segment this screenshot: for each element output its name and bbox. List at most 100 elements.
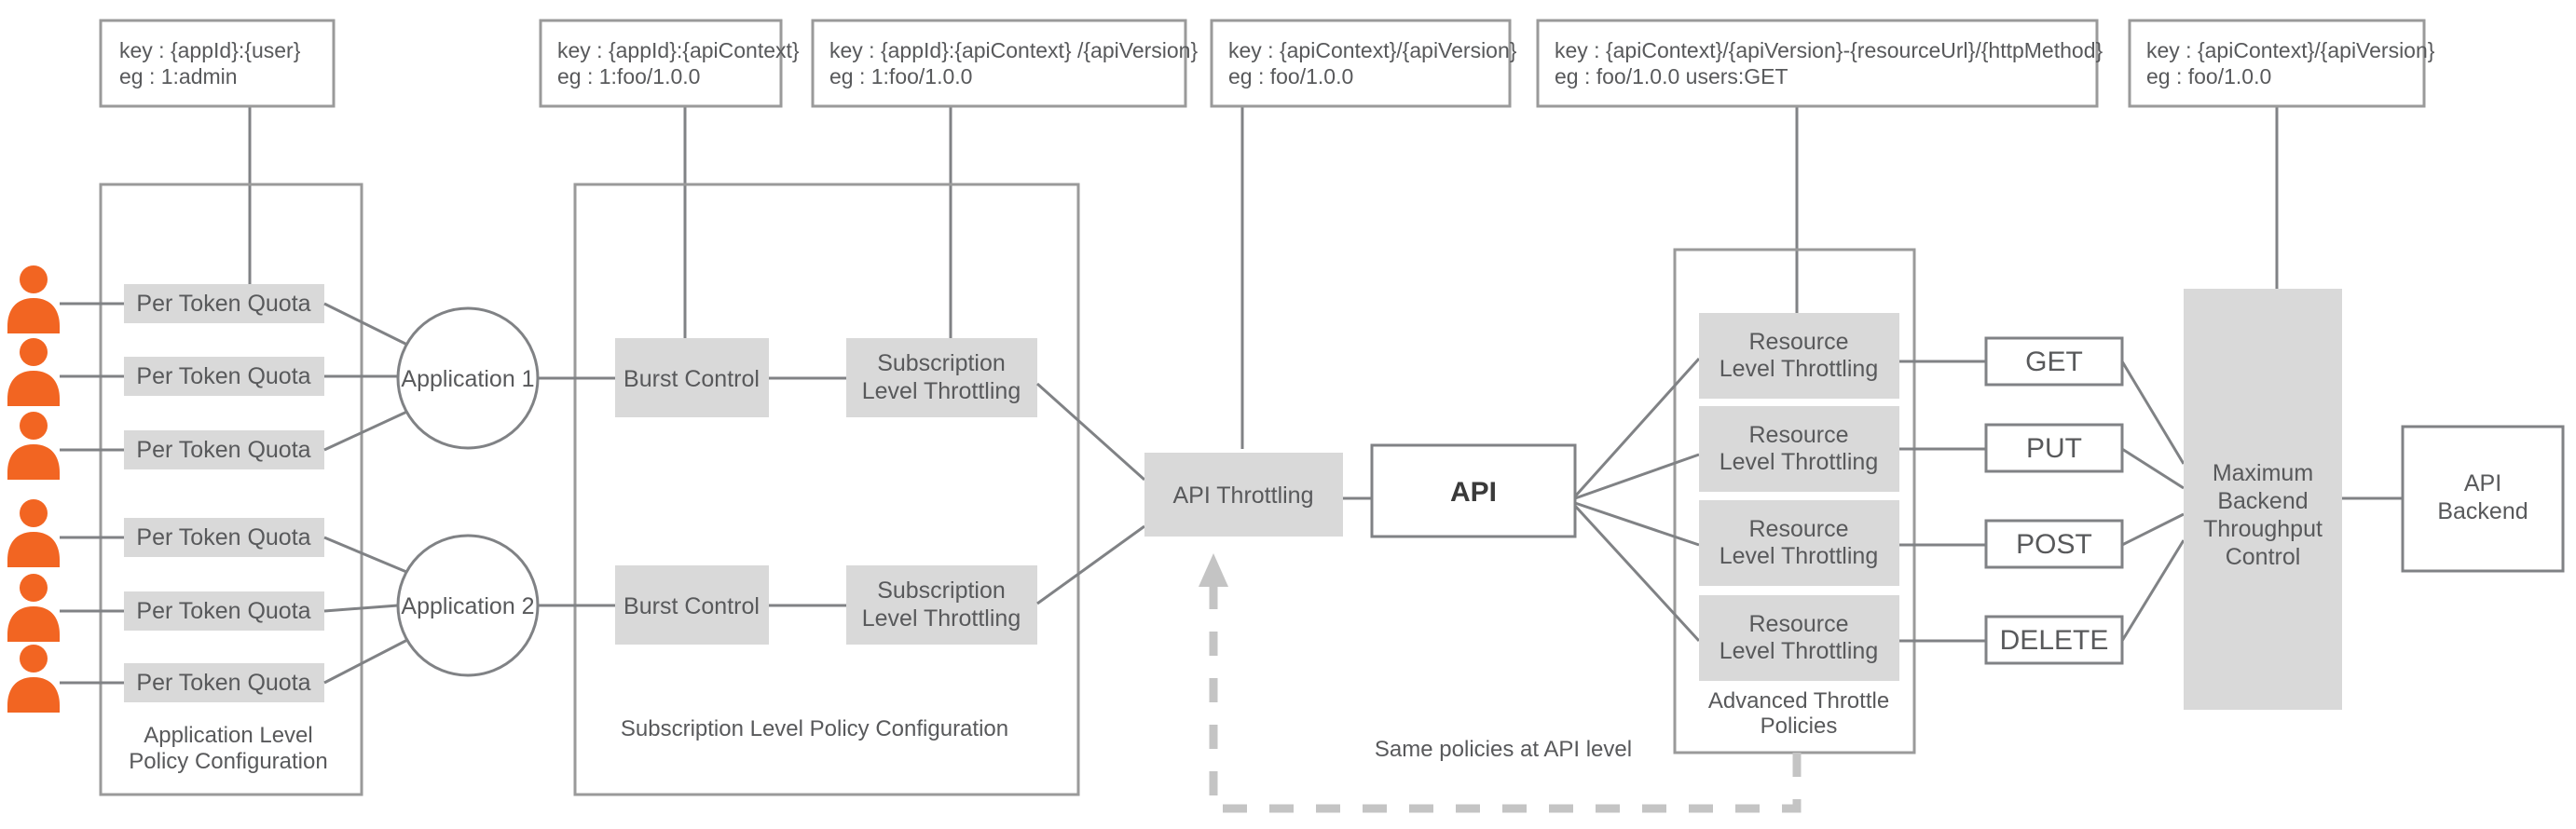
user-icon-3 (7, 412, 60, 480)
subscription-throttling-label-line2: Level Throttling (862, 378, 1021, 404)
user-icon-1 (7, 265, 60, 333)
note-eg-line: eg : foo/1.0.0 (2146, 64, 2271, 88)
resource-throttling-label-line2: Level Throttling (1720, 543, 1878, 569)
api-label: API (1450, 477, 1497, 508)
http-method-label-get: GET (2025, 347, 2083, 377)
api-backend-box[interactable] (2401, 425, 2565, 573)
connector-api-resource3 (1574, 501, 1700, 547)
api-throttling-box[interactable] (1144, 453, 1343, 537)
connector-put-max-backend (2121, 447, 2185, 490)
note-api-throttling: key : {apiContext}/{apiVersion} eg : foo… (1210, 19, 1517, 108)
application-2-label: Application 2 (401, 593, 534, 619)
per-token-quota-box-6[interactable] (124, 663, 324, 702)
per-token-quota-label: Per Token Quota (136, 363, 310, 389)
connector-sub1-api-throttling (1035, 382, 1146, 482)
per-token-quota-label: Per Token Quota (136, 291, 310, 317)
connector-delete-max-backend (2120, 539, 2185, 642)
resource-level-throttling-box-1[interactable] (1699, 313, 1899, 399)
connector-api-resource4 (1573, 504, 1701, 643)
note-key-line: key : {apiContext}/{apiVersion} (1228, 38, 1517, 62)
per-token-quota-box-1[interactable] (124, 284, 324, 323)
per-token-quota-box-4[interactable] (124, 518, 324, 557)
api-box[interactable] (1370, 443, 1577, 538)
max-backend-label-line2: Backend (2217, 488, 2308, 514)
user-icon-4 (7, 499, 60, 567)
api-backend-label-line2: Backend (2437, 498, 2528, 524)
http-method-label-delete: DELETE (2000, 625, 2109, 656)
per-token-quota-label: Per Token Quota (136, 670, 310, 696)
note-burst-control: key : {appId}:{apiContext} eg : 1:foo/1.… (539, 19, 800, 108)
resource-level-throttling-box-4[interactable] (1699, 595, 1899, 681)
note-key-line: key : {appId}:{user} (119, 38, 301, 62)
resource-throttling-label-line2: Level Throttling (1720, 449, 1878, 475)
connector-get-max-backend (2120, 360, 2185, 465)
note-per-token-quota: key : {appId}:{user} eg : 1:admin (99, 19, 336, 108)
user-icon-6 (7, 645, 60, 713)
advanced-throttle-caption-line1: Advanced Throttle (1708, 688, 1889, 713)
application-level-container (99, 183, 363, 796)
http-method-label-put: PUT (2026, 433, 2082, 464)
resource-level-throttling-box-2[interactable] (1699, 406, 1899, 492)
connector-sub2-api-throttling (1036, 524, 1145, 605)
subscription-throttling-label-line2: Level Throttling (862, 605, 1021, 632)
advanced-throttle-caption-line2: Policies (1761, 713, 1838, 739)
note-key-line: key : {appId}:{apiContext} (557, 38, 800, 62)
subscription-level-throttling-box-2[interactable] (846, 565, 1037, 645)
per-token-quota-label: Per Token Quota (136, 598, 310, 624)
note-max-backend-throughput: key : {apiContext}/{apiVersion} eg : foo… (2128, 19, 2435, 108)
note-resource-level-throttling: key : {apiContext}/{apiVersion}-{resourc… (1536, 19, 2103, 108)
note-eg-line: eg : 1:foo/1.0.0 (557, 64, 700, 88)
connector-post-max-backend (2121, 512, 2185, 547)
subscription-level-container (573, 183, 1080, 796)
max-backend-throughput-control-box[interactable] (2184, 289, 2342, 710)
per-token-quota-label: Per Token Quota (136, 524, 310, 550)
note-key-line: key : {apiContext}/{apiVersion}-{resourc… (1555, 38, 2103, 62)
http-method-box-get[interactable] (1984, 336, 2124, 387)
http-method-label-post: POST (2016, 529, 2092, 560)
api-throttling-label: API Throttling (1172, 482, 1313, 509)
per-token-quota-box-2[interactable] (124, 357, 324, 396)
burst-control-label: Burst Control (623, 593, 760, 619)
per-token-quota-box-3[interactable] (124, 430, 324, 469)
note-subscription-level-throttling: key : {appId}:{apiContext} /{apiVersion}… (811, 19, 1198, 108)
subscription-throttling-label-line1: Subscription (877, 578, 1006, 604)
burst-control-box-2[interactable] (615, 565, 769, 645)
note-eg-line: eg : foo/1.0.0 users:GET (1555, 64, 1788, 88)
subscription-level-throttling-box-1[interactable] (846, 338, 1037, 417)
subscription-throttling-label-line1: Subscription (877, 350, 1006, 376)
resource-throttling-label-line1: Resource (1749, 329, 1849, 355)
http-method-box-put[interactable] (1984, 423, 2124, 473)
user-icon-2 (7, 338, 60, 406)
note-eg-line: eg : 1:foo/1.0.0 (829, 64, 972, 88)
application-level-caption-line1: Application Level (144, 723, 312, 748)
burst-control-label: Burst Control (623, 366, 760, 392)
note-key-line: key : {apiContext}/{apiVersion} (2146, 38, 2435, 62)
application-level-caption-line2: Policy Configuration (129, 749, 327, 774)
subscription-level-caption: Subscription Level Policy Configuration (621, 716, 1008, 741)
connector-quota5-app2 (323, 604, 399, 613)
burst-control-box-1[interactable] (615, 338, 769, 417)
note-eg-line: eg : foo/1.0.0 (1228, 64, 1353, 88)
connector-api-resource1 (1573, 357, 1701, 498)
max-backend-label-line4: Control (2226, 544, 2301, 570)
resource-throttling-label-line1: Resource (1749, 611, 1849, 637)
resource-throttling-label-line1: Resource (1749, 516, 1849, 542)
user-icon-5 (7, 574, 60, 642)
same-policies-dashed-path (1209, 582, 1802, 813)
api-backend-label-line1: API (2464, 470, 2501, 496)
same-policies-arrow-head-icon (1199, 553, 1228, 587)
connector-quota3-app1 (323, 408, 412, 452)
http-method-box-post[interactable] (1984, 519, 2124, 569)
resource-throttling-label-line1: Resource (1749, 422, 1849, 448)
per-token-quota-box-5[interactable] (124, 591, 324, 631)
resource-level-throttling-box-3[interactable] (1699, 500, 1899, 586)
connector-quota4-app2 (323, 536, 412, 576)
max-backend-label-line1: Maximum (2213, 460, 2313, 486)
connector-quota1-app1 (323, 302, 412, 348)
application-1-label: Application 1 (401, 366, 534, 392)
connector-api-resource2 (1574, 453, 1700, 500)
resource-throttling-label-line2: Level Throttling (1720, 356, 1878, 382)
max-backend-label-line3: Throughput (2203, 516, 2323, 542)
